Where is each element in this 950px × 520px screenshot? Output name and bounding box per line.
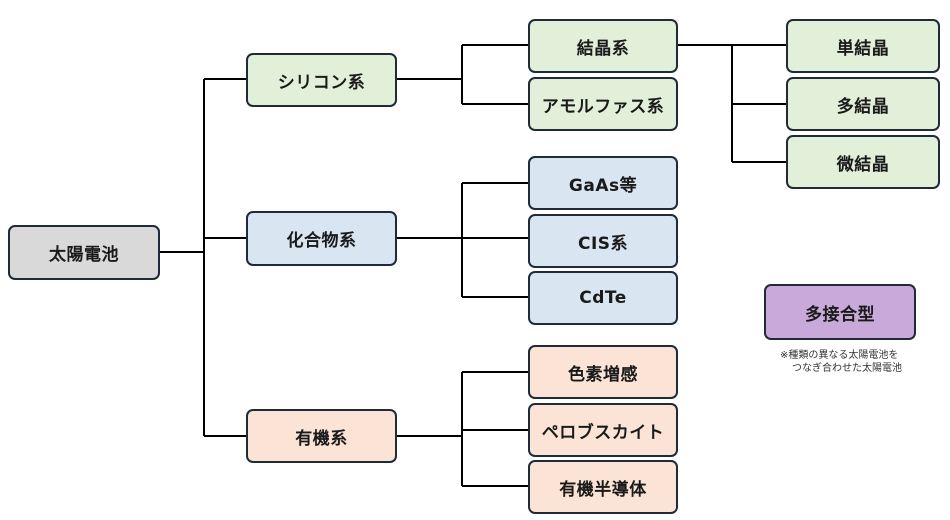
dye-sensitized-node: 色素増感: [528, 345, 678, 399]
compound-node: 化合物系: [246, 211, 397, 266]
multijunction-note: ※種類の異なる太陽電池を つなぎ合わせた太陽電池: [780, 349, 950, 375]
organic-semiconductor-node: 有機半導体: [528, 460, 678, 514]
note-line-2: つなぎ合わせた太陽電池: [792, 363, 902, 374]
root-node: 太陽電池: [8, 225, 160, 280]
polycrystalline-node: 多結晶: [786, 77, 940, 131]
perovskite-node: ペロブスカイト: [528, 403, 678, 457]
multijunction-node: 多接合型: [764, 284, 916, 340]
organic-node: 有機系: [246, 409, 397, 463]
microcrystalline-node: 微結晶: [786, 135, 940, 189]
crystalline-node: 結晶系: [528, 19, 678, 73]
gaas-node: GaAs等: [528, 156, 678, 210]
silicon-node: シリコン系: [246, 53, 397, 107]
amorphous-node: アモルファス系: [528, 77, 678, 131]
note-line-1: ※種類の異なる太陽電池を: [780, 350, 899, 361]
cdte-node: CdTe: [528, 271, 678, 325]
monocrystalline-node: 単結晶: [786, 19, 940, 73]
cis-node: CIS系: [528, 214, 678, 268]
